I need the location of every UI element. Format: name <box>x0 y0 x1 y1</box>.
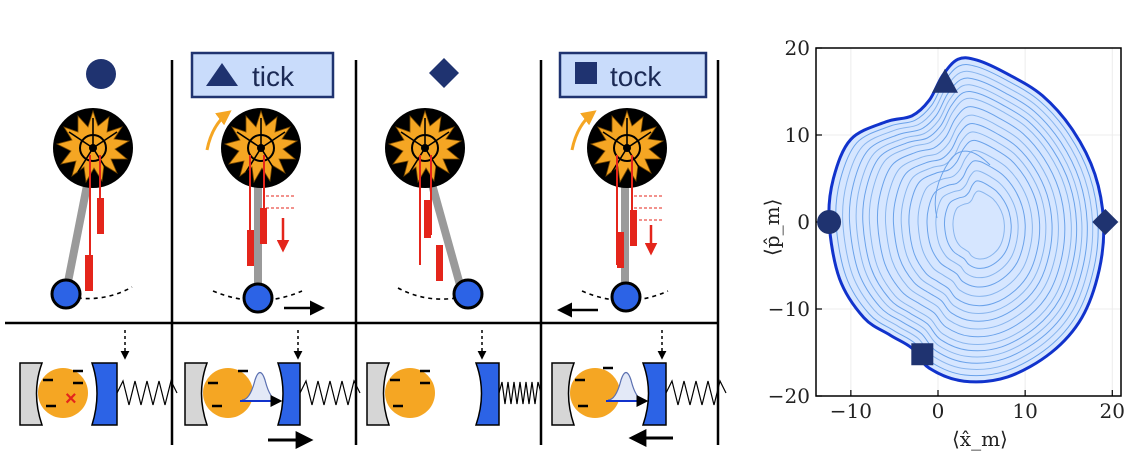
panel-1-escapement <box>50 107 134 310</box>
contour-line <box>892 123 1053 322</box>
triangle-marker <box>206 63 238 86</box>
escape-wheel-icon <box>220 107 302 189</box>
contour-line <box>848 77 1088 364</box>
triangle-state-marker <box>931 68 958 93</box>
y-tick-label: 20 <box>785 36 810 60</box>
axis-ticks: −10 0 10 20 −20 −10 0 10 20 <box>768 36 1125 423</box>
escape-wheel-icon <box>586 107 668 189</box>
limit-cycle-fill <box>828 57 1104 382</box>
panel-dividers <box>5 60 720 445</box>
panel-3-header <box>429 58 459 88</box>
contour-line <box>876 106 1066 338</box>
contour-line <box>917 150 1033 297</box>
y-axis-label: ⟨p̂_m⟩ <box>760 199 784 256</box>
panel-1-header <box>86 59 116 89</box>
cavity-panel-4 <box>551 330 727 447</box>
y-tick-label: 10 <box>785 123 810 147</box>
x-tick-label: 0 <box>932 399 945 423</box>
diamond-marker <box>429 58 459 88</box>
contour-line <box>842 70 1094 370</box>
state-markers <box>817 68 1119 366</box>
panel-2-escapement <box>205 107 325 316</box>
spiral-start <box>934 150 991 219</box>
contour-line <box>908 139 1041 307</box>
escape-wheel-icon <box>52 107 134 189</box>
pendulum-bob <box>452 278 484 310</box>
pendulum-bob <box>610 281 642 313</box>
contour-line <box>926 160 1026 288</box>
y-tick-label: 0 <box>797 210 810 234</box>
x-tick-label: 10 <box>1012 399 1037 423</box>
circle-marker <box>86 59 116 89</box>
svg-text:×: × <box>65 388 77 410</box>
contour-line <box>952 190 1005 260</box>
circle-state-marker <box>817 210 842 234</box>
contour-line <box>943 180 1012 269</box>
contour-line <box>855 84 1083 358</box>
x-tick-label: 20 <box>1100 399 1125 423</box>
contour-line <box>935 170 1019 279</box>
square-marker <box>575 62 597 84</box>
panel-4-header: tock <box>558 51 708 99</box>
tick-label: tick <box>252 61 295 92</box>
x-tick-label: −10 <box>830 399 872 423</box>
contour-line <box>900 131 1047 314</box>
contour-line <box>884 114 1059 330</box>
cavity-panel-3 <box>366 330 542 426</box>
y-tick-label: −20 <box>768 384 810 408</box>
y-tick-label: −10 <box>768 297 810 321</box>
tock-label-box <box>558 51 708 99</box>
square-state-marker <box>911 343 934 366</box>
panel-3-escapement <box>384 107 484 310</box>
x-axis-label: ⟨x̂_m⟩ <box>952 427 1008 451</box>
pendulum-bob <box>242 282 274 314</box>
contour-line <box>862 90 1078 352</box>
panel-4-escapement <box>557 107 669 318</box>
cavity-panel-1: × <box>19 330 178 426</box>
cavity-panel-2 <box>184 330 361 449</box>
escape-wheel-icon <box>384 107 466 189</box>
contour-line <box>868 97 1072 345</box>
panel-2-header: tick <box>190 51 335 99</box>
diamond-state-marker <box>1092 209 1119 235</box>
phase-space-plot: −10 0 10 20 −20 −10 0 10 20 ⟨x̂_m⟩ ⟨p̂_m⟩ <box>760 36 1125 451</box>
pendulum-bob <box>50 278 82 310</box>
tock-label: tock <box>610 61 662 92</box>
contour-lines <box>828 57 1104 382</box>
